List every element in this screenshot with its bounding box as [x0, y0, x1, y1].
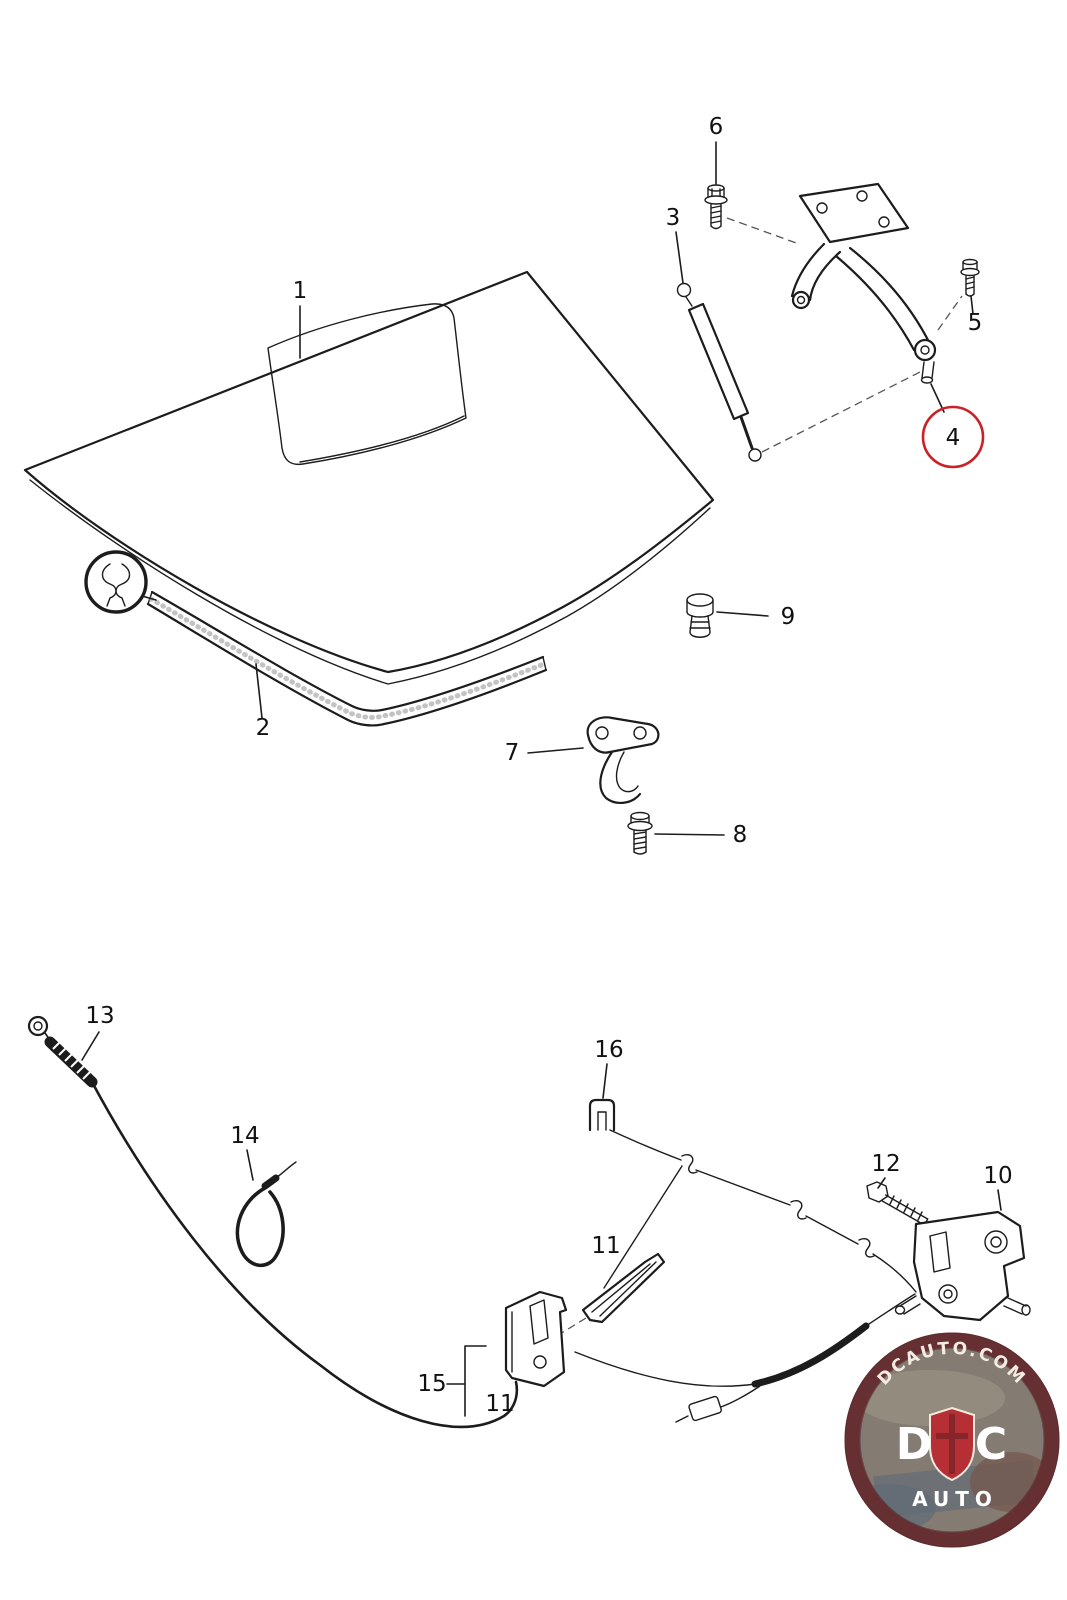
- hinge-assembly: [790, 182, 937, 384]
- callout-labels: 1 2 3 4 5 6 7 8 9 10 11 11 12 13 14 15 1…: [85, 114, 1012, 1417]
- logo-letter-d: D: [896, 1419, 933, 1470]
- screw-5: [960, 258, 980, 297]
- latch-housing: [504, 1290, 568, 1388]
- callout-15: 15: [417, 1371, 446, 1397]
- latch-lever-11: [581, 1252, 666, 1324]
- bowden-cable: [574, 1293, 916, 1423]
- dcauto-logo: DCAUTO.COM D C AUTO: [844, 1332, 1060, 1548]
- logo-ring: [844, 1332, 1060, 1548]
- callout-6: 6: [709, 114, 724, 140]
- lock-assembly-10: [894, 1210, 1031, 1322]
- callout-2: 2: [256, 715, 271, 741]
- callout-9: 9: [781, 604, 796, 630]
- callout-11-group: 11: [485, 1391, 514, 1417]
- grommet-9: [686, 593, 714, 638]
- screw-6: [704, 184, 728, 230]
- logo-letter-c: C: [975, 1419, 1007, 1470]
- group-bracket-15: [446, 1345, 487, 1417]
- callout-10: 10: [983, 1163, 1012, 1189]
- bracket-7: [586, 716, 660, 804]
- logo-cross-icon: [936, 1414, 968, 1474]
- callout-7: 7: [505, 740, 520, 766]
- callout-13: 13: [85, 1003, 114, 1029]
- seal-clip-icon: [84, 550, 157, 614]
- screw-8: [627, 811, 653, 855]
- release-wire: [603, 1129, 917, 1293]
- cable-connector: [688, 1395, 722, 1422]
- release-cable-13: [27, 1015, 519, 1429]
- hood-panel: [23, 270, 715, 685]
- callout-12: 12: [871, 1151, 900, 1177]
- callout-4: 4: [946, 425, 961, 451]
- callout-14: 14: [230, 1123, 259, 1149]
- callout-1: 1: [293, 278, 308, 304]
- callout-5: 5: [968, 310, 983, 336]
- callout-3: 3: [666, 205, 681, 231]
- pull-loop-14: [235, 1161, 297, 1268]
- clip-16: [588, 1098, 616, 1132]
- leader-lines: [81, 141, 1002, 1417]
- screw-12: [866, 1181, 929, 1226]
- callout-16: 16: [594, 1037, 623, 1063]
- logo-word-auto: AUTO: [912, 1487, 998, 1511]
- callout-11-lever: 11: [591, 1233, 620, 1259]
- callout-8: 8: [733, 822, 748, 848]
- gas-strut: [676, 282, 762, 462]
- highlight-circle-4: [921, 405, 985, 469]
